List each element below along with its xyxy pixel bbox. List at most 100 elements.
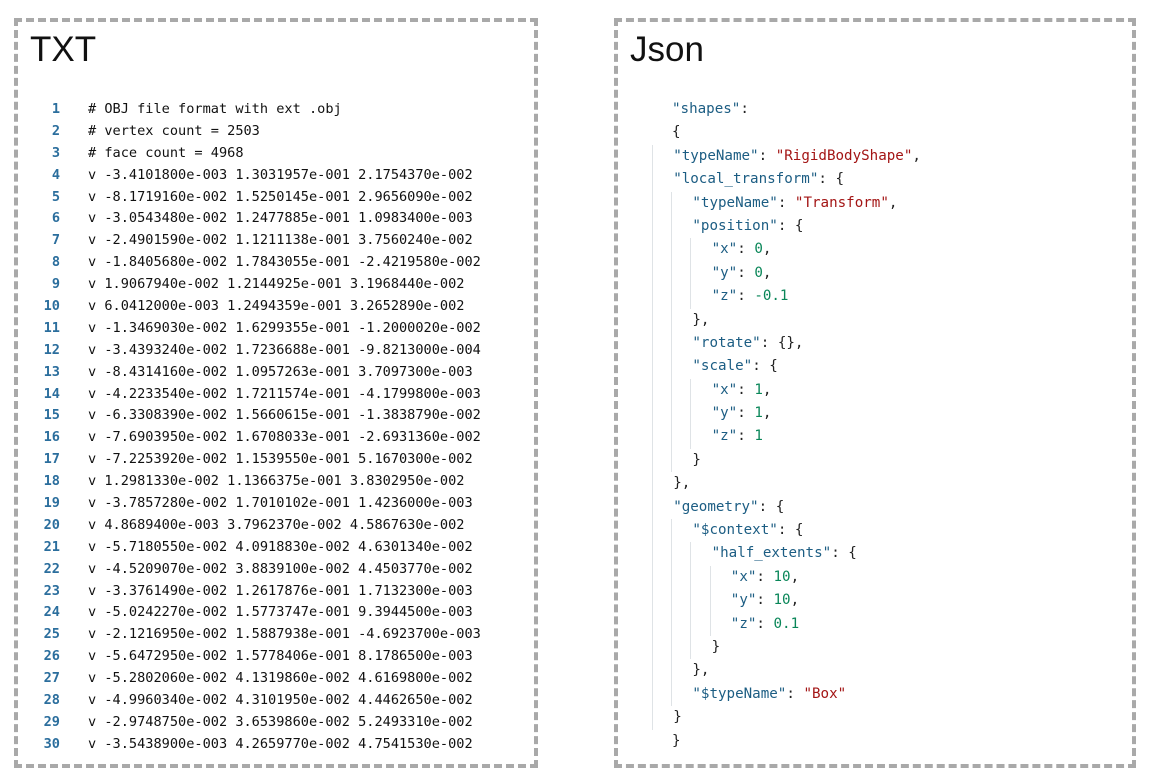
json-line: "y": 1, [618,402,1132,426]
line-text: v -3.4101800e-003 1.3031957e-001 2.17543… [88,166,473,183]
indent-guide [652,402,653,426]
indent-guide [671,191,673,215]
json-key: "x" [711,241,738,258]
line-text: # OBJ file format with ext .obj [88,101,342,117]
json-line-text: "z": -0.1 [712,285,789,308]
indent-guide [671,682,673,707]
json-key: "x" [730,568,757,585]
json-punct: , [912,147,921,164]
json-punct: : [737,264,755,281]
indent-guide [690,238,692,262]
json-line-text: } [673,706,682,729]
indent-guide [652,635,653,660]
json-key: "geometry" [673,498,759,515]
indent-guide [652,168,653,192]
json-key: "$typeName" [692,685,787,702]
indent-guide [671,542,673,566]
json-punct: : { [777,522,804,539]
indent-guide [690,565,692,590]
indent-guide [652,285,653,309]
json-punct: } [692,451,701,468]
indent-guide [690,261,692,286]
indent-guide [671,565,673,590]
json-punct: : { [752,358,778,375]
json-key: "shapes" [672,101,741,117]
line-number: 29 [43,713,60,730]
line-text: v -7.2253920e-002 1.1539550e-001 5.16703… [88,451,473,468]
json-line: } [618,635,1132,660]
json-punct: : [737,405,755,422]
json-line-text: "x": 1, [712,379,772,402]
json-key: "x" [711,381,738,398]
line-number: 27 [43,670,60,687]
json-line-text: "typeName": "Transform", [692,192,897,215]
json-punct: : [756,615,774,632]
indent-guide [652,331,653,356]
line-number: 16 [43,429,60,446]
json-punct: , [790,568,800,585]
json-panel-title: Json [630,30,704,69]
json-line: "typeName": "RigidBodyShape", [618,144,1132,169]
indent-guide [690,425,692,449]
indent-guide [671,331,673,356]
line-text: v -3.0543480e-002 1.2477885e-001 1.09834… [88,210,473,227]
json-line: "shapes": [618,98,1132,121]
json-line-text: } [692,449,701,472]
line-text: v -1.8405680e-002 1.7843055e-001 -2.4219… [88,254,481,271]
json-punct: : [786,685,804,702]
json-punct: : [740,101,749,117]
indent-guide [671,635,673,660]
indent-guide [652,448,653,473]
indent-guide [652,519,653,543]
line-number: 8 [51,254,60,271]
indent-guide [652,565,653,590]
line-text: v -8.1719160e-002 1.5250145e-001 2.96560… [88,188,473,205]
json-number: 1 [754,428,763,445]
line-text: v 4.8689400e-003 3.7962370e-002 4.586763… [88,516,465,533]
indent-guide [671,261,673,286]
json-line: "y": 0, [618,261,1132,286]
json-line-text: "x": 10, [731,566,799,589]
json-punct: : [758,147,776,164]
json-line-text: "y": 1, [712,402,772,425]
json-line: "local_transform": { [618,168,1132,192]
json-punct: , [888,194,898,211]
json-line-text: "x": 0, [712,238,772,261]
json-number: 0 [754,264,763,281]
line-number: 28 [43,692,60,709]
indent-guide [652,308,653,332]
line-number: 9 [51,276,60,293]
json-line-text: "half_extents": { [712,542,857,565]
indent-guide [671,519,673,543]
json-line: }, [618,659,1132,683]
indent-guide [652,355,653,379]
indent-guide [671,378,673,403]
json-number: 10 [773,592,791,609]
indent-guide [690,285,692,309]
txt-line: 3# face count = 4968 [18,143,534,165]
json-key: "y" [711,264,738,281]
json-line: } [618,730,1132,753]
json-line-text: "scale": { [692,355,777,378]
json-punct: : [737,288,755,305]
json-number: 1 [754,405,763,422]
indent-guide [690,635,692,660]
json-line: }, [618,472,1132,496]
json-line-text: "$context": { [692,519,803,542]
line-text: v -3.7857280e-002 1.7010102e-001 1.42360… [88,495,473,512]
json-number: 0 [754,241,763,258]
line-number: 30 [43,735,60,752]
line-text: v -1.3469030e-002 1.6299355e-001 -1.2000… [88,319,481,336]
txt-line: 1# OBJ file format with ext .obj [18,99,534,121]
json-line-text: { [672,121,681,144]
json-line: } [618,706,1132,730]
